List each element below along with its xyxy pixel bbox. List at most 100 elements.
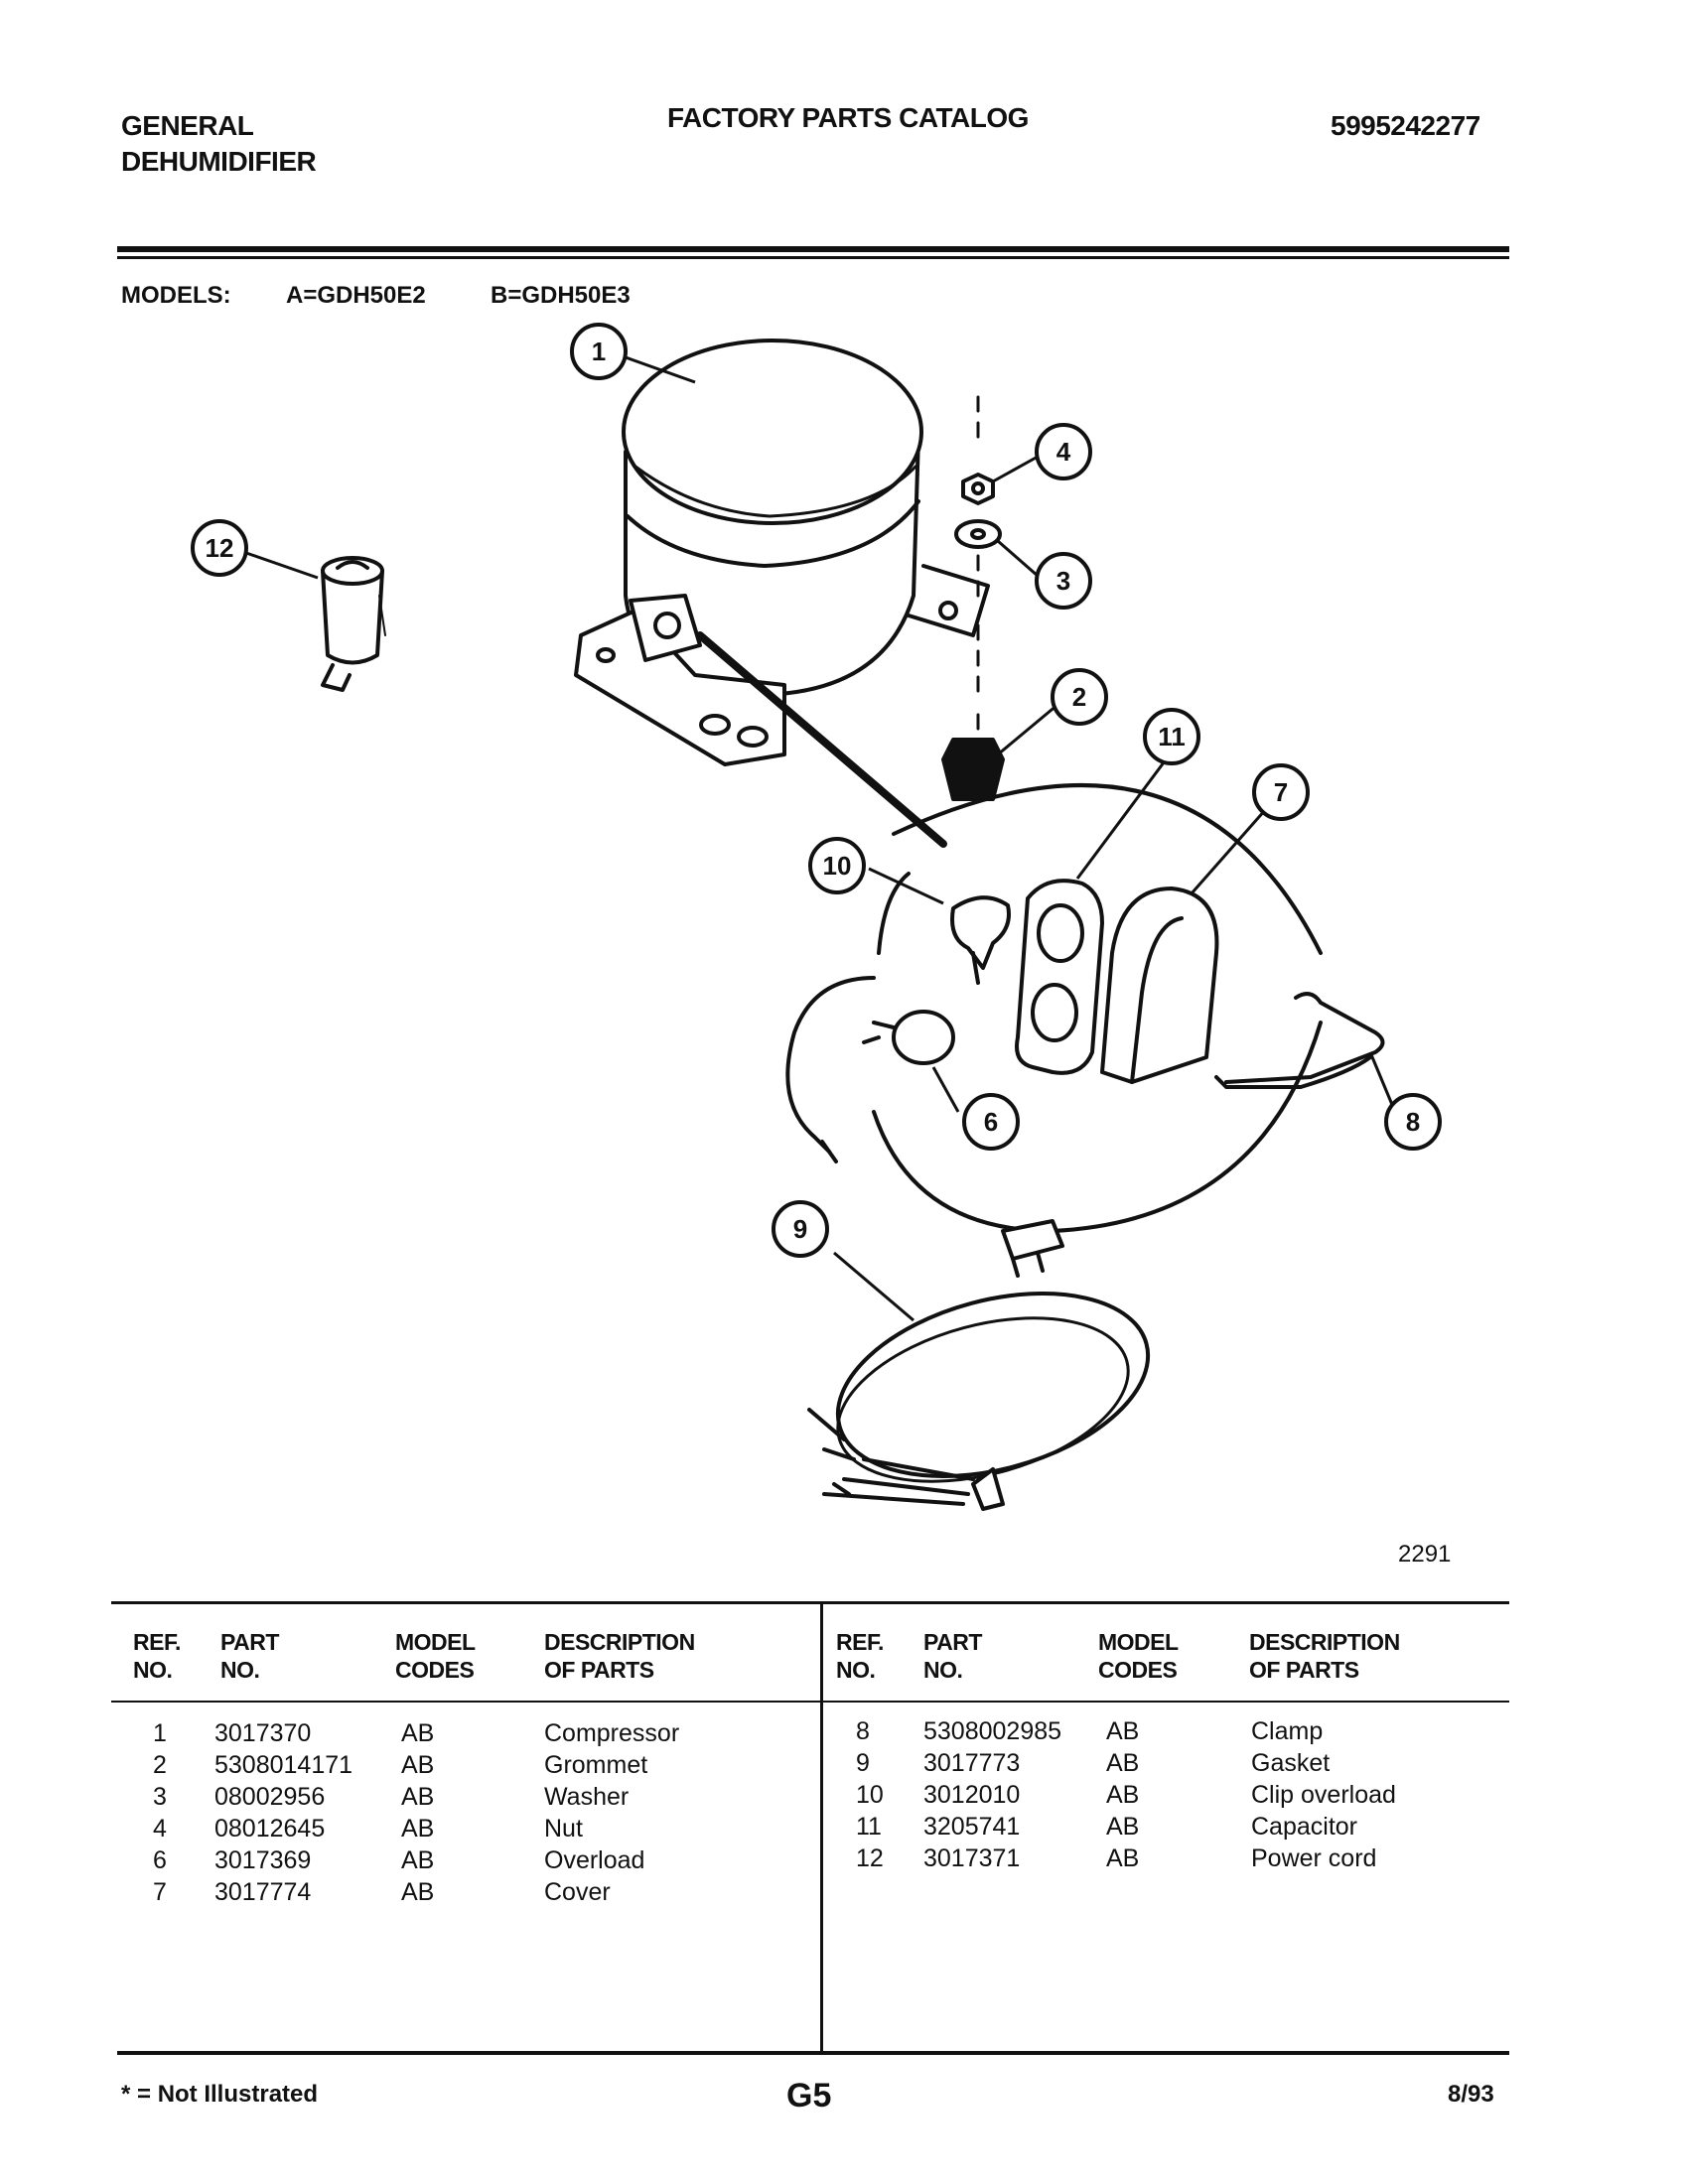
cover-drawing xyxy=(1100,887,1219,1084)
description: Grommet xyxy=(544,1751,648,1779)
description: Clamp xyxy=(1251,1717,1324,1745)
ref-no: 8 xyxy=(856,1717,870,1745)
description: Capacitor xyxy=(1251,1813,1357,1841)
description: Power cord xyxy=(1251,1844,1377,1872)
model-codes: AB xyxy=(401,1783,435,1811)
callout-label: 10 xyxy=(823,851,852,881)
part-no: 3205741 xyxy=(923,1813,1021,1841)
callout-12-circle xyxy=(772,1200,829,1258)
ref-no: 9 xyxy=(856,1749,870,1777)
callout-label: 2 xyxy=(1072,682,1086,712)
grommet-drawing xyxy=(941,738,1005,801)
header-rule-thick xyxy=(117,246,1509,252)
model-codes: AB xyxy=(1106,1844,1140,1872)
table-center-divider xyxy=(820,1603,823,2053)
part-no: 3017369 xyxy=(214,1846,312,1874)
table-row: 3 08002956 AB Washer xyxy=(133,1781,818,1813)
ref-no: 11 xyxy=(856,1813,882,1841)
not-illustrated-note: * = Not Illustrated xyxy=(121,2081,319,2108)
model-codes: AB xyxy=(1106,1813,1140,1841)
catalog-date: 8/93 xyxy=(1448,2081,1494,2108)
catalog-title: FACTORY PARTS CATALOG xyxy=(667,102,1029,133)
col-ref-header-left: REF.NO. xyxy=(133,1629,181,1683)
washer-drawing xyxy=(954,519,1002,549)
model-codes: AB xyxy=(401,1719,435,1747)
description: Washer xyxy=(544,1783,630,1811)
part-no: 3017370 xyxy=(214,1719,312,1747)
ref-no: 12 xyxy=(856,1844,884,1872)
callout-label: 3 xyxy=(1056,566,1070,596)
callout-label: 4 xyxy=(1056,437,1071,467)
model-codes: AB xyxy=(401,1751,435,1779)
part-no: 08012645 xyxy=(214,1815,326,1843)
callout-4-circle xyxy=(1035,423,1092,480)
model-codes: AB xyxy=(401,1878,435,1906)
ref-no: 6 xyxy=(153,1846,167,1874)
parts-table-right: 8 5308002985 AB Clamp 9 3017773 AB Gaske… xyxy=(836,1715,1509,1874)
gasket-drawing xyxy=(1015,879,1104,1075)
callout-label: 6 xyxy=(984,1107,998,1137)
callout-label: 11 xyxy=(1158,722,1186,751)
callout-9-circle xyxy=(1143,708,1200,765)
part-no: 3012010 xyxy=(923,1781,1021,1809)
table-row: 11 3205741 AB Capacitor xyxy=(836,1811,1509,1843)
callout-label: 7 xyxy=(1274,777,1288,807)
model-codes: AB xyxy=(1106,1781,1140,1809)
ref-no: 1 xyxy=(153,1719,167,1747)
description: Overload xyxy=(544,1846,645,1874)
part-no: 5308014171 xyxy=(214,1751,353,1779)
table-row: 10 3012010 AB Clip overload xyxy=(836,1779,1509,1811)
parts-table-left: 1 3017370 AB Compressor 2 5308014171 AB … xyxy=(133,1717,818,1908)
callout-11-circle xyxy=(191,519,248,577)
model-codes: AB xyxy=(401,1815,435,1843)
description: Compressor xyxy=(544,1719,680,1747)
description: Gasket xyxy=(1251,1749,1331,1777)
callout-6-circle xyxy=(962,1093,1020,1151)
exploded-parts-diagram: 1 4 3 2 11 7 10 6 8 12 9 xyxy=(191,323,1442,1511)
table-row: 8 5308002985 AB Clamp xyxy=(836,1715,1509,1747)
table-top-rule xyxy=(111,1601,1509,1604)
header-rule-thin xyxy=(117,256,1509,259)
callout-1-circle xyxy=(570,323,628,380)
nut-drawing xyxy=(961,473,995,505)
part-no: 3017773 xyxy=(923,1749,1021,1777)
callout-10-circle xyxy=(808,837,866,894)
col-ref-header-right: REF.NO. xyxy=(836,1629,884,1683)
table-row: 4 08012645 AB Nut xyxy=(133,1813,818,1844)
model-codes: AB xyxy=(401,1846,435,1874)
table-row: 2 5308014171 AB Grommet xyxy=(133,1749,818,1781)
model-a: A=GDH50E2 xyxy=(286,282,426,309)
models-label: MODELS: xyxy=(121,282,231,309)
part-no: 08002956 xyxy=(214,1783,326,1811)
table-row: 6 3017369 AB Overload xyxy=(133,1844,818,1876)
part-no: 3017774 xyxy=(214,1878,312,1906)
ref-no: 10 xyxy=(856,1781,884,1809)
callout-8-circle xyxy=(1384,1093,1442,1151)
figure-number: 2291 xyxy=(1398,1541,1452,1568)
clip-overload-drawing xyxy=(950,895,1011,985)
callout-3-circle xyxy=(1035,552,1092,610)
ref-no: 2 xyxy=(153,1751,167,1779)
brand-line-2: DEHUMIDIFIER xyxy=(121,146,317,177)
table-header-rule xyxy=(111,1701,1509,1703)
callout-2-circle xyxy=(1051,668,1108,726)
capacitor-drawing xyxy=(321,556,386,692)
part-no: 5308002985 xyxy=(923,1717,1062,1745)
clamp-drawing xyxy=(1214,992,1385,1089)
description: Nut xyxy=(544,1815,583,1843)
model-codes: AB xyxy=(1106,1717,1140,1745)
ref-no: 4 xyxy=(153,1815,167,1843)
callout-label: 9 xyxy=(793,1214,807,1244)
table-row: 12 3017371 AB Power cord xyxy=(836,1843,1509,1874)
compressor-drawing xyxy=(574,339,990,848)
table-bottom-rule xyxy=(117,2051,1509,2055)
description: Clip overload xyxy=(1251,1781,1396,1809)
callout-label: 1 xyxy=(592,337,606,366)
table-row: 7 3017774 AB Cover xyxy=(133,1876,818,1908)
catalog-number: 5995242277 xyxy=(1331,110,1480,141)
